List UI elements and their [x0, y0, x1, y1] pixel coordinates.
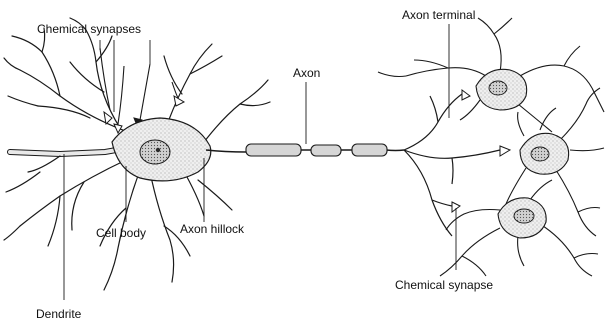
axon-terminal-branches	[404, 94, 500, 236]
label-chemical-synapses: Chemical synapses	[37, 22, 141, 36]
label-cell-body: Cell body	[96, 226, 146, 240]
target-neuron-bottom	[440, 180, 598, 276]
axon	[206, 144, 404, 156]
label-chemical-synapse: Chemical synapse	[395, 278, 493, 292]
target-neuron-top	[378, 18, 604, 132]
label-dendrite: Dendrite	[36, 307, 82, 321]
cell-body-shape	[112, 118, 211, 181]
label-axon-hillock: Axon hillock	[180, 222, 245, 236]
label-axon-terminal: Axon terminal	[402, 8, 475, 22]
label-axon: Axon	[293, 66, 320, 80]
